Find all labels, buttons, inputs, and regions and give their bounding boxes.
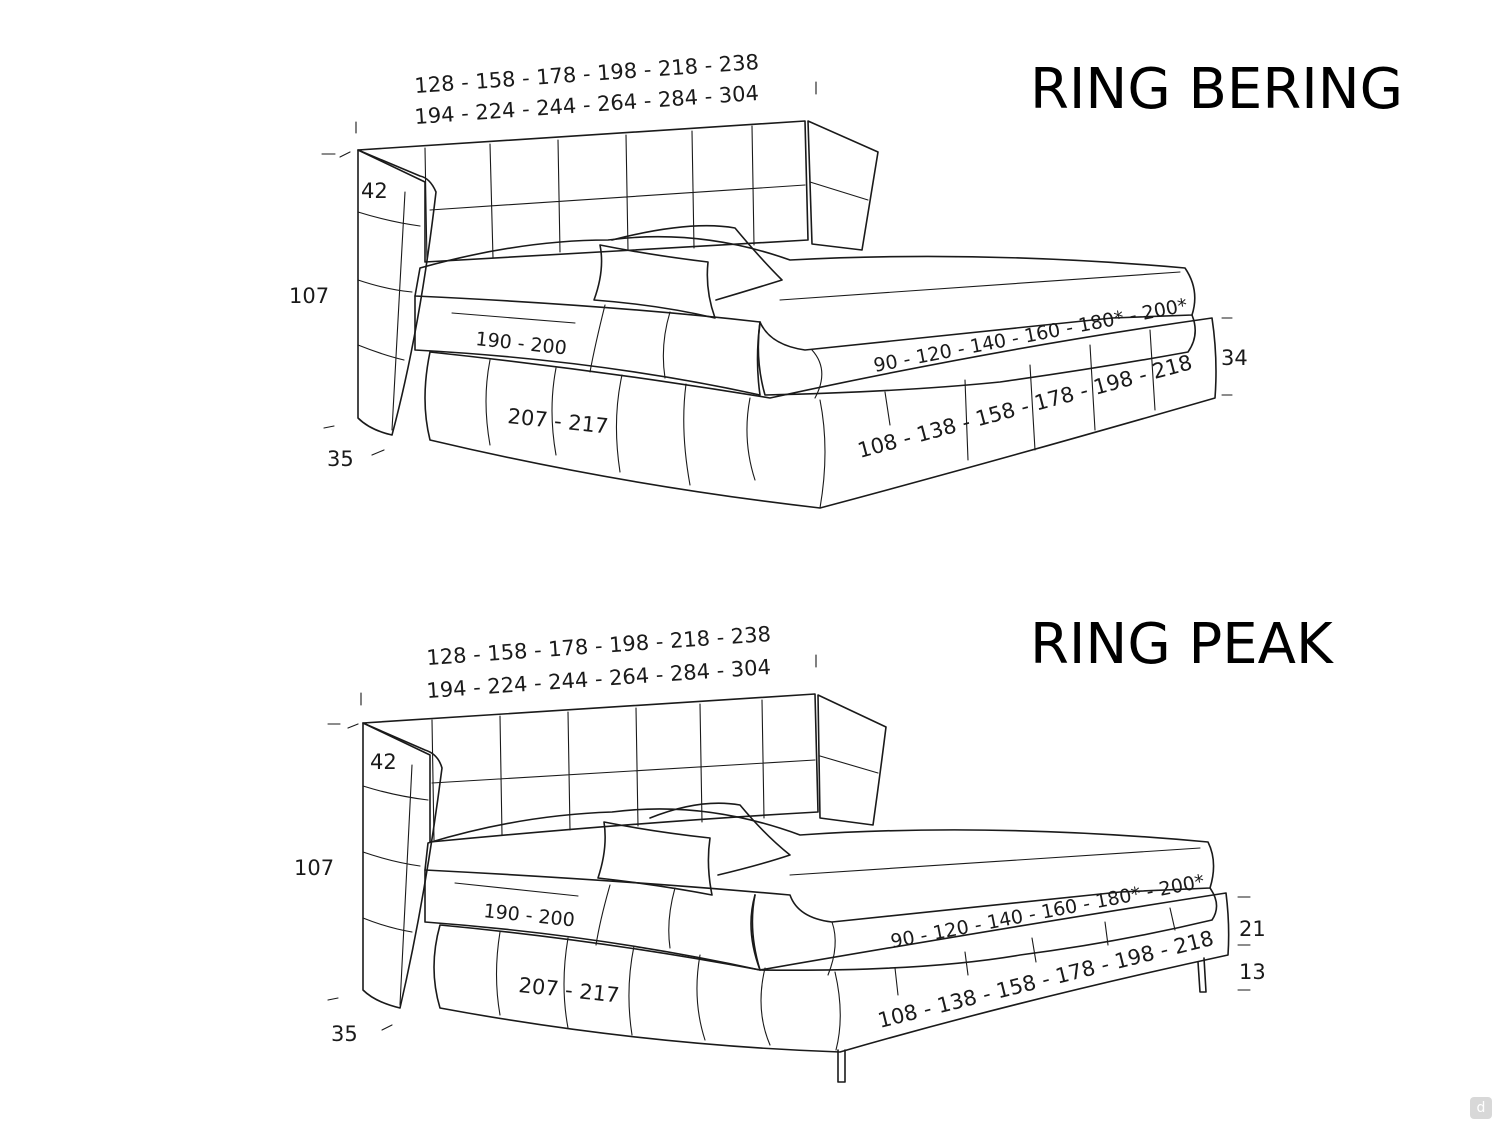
pillow <box>611 224 783 301</box>
right-wing <box>807 120 879 251</box>
watermark-badge: d <box>1470 1097 1492 1119</box>
side-thickness-label: 35 <box>331 1022 358 1046</box>
mattress-length-label: 190 - 200 <box>482 900 575 931</box>
model-title: RING BERING <box>1030 57 1403 122</box>
leg-height-label: 13 <box>1239 960 1266 984</box>
left-side-panel <box>362 722 443 1009</box>
bed-base <box>433 892 1230 1053</box>
pillow <box>649 802 791 876</box>
bed-leg <box>1197 957 1207 993</box>
pillow <box>593 244 716 319</box>
base-height-label: 34 <box>1221 346 1248 370</box>
bed-base <box>424 317 1217 509</box>
side-depth-label: 42 <box>361 179 388 203</box>
mattress <box>414 235 1196 351</box>
headboard-tufting <box>424 125 806 263</box>
ring-bering-drawing: RING BERING 128 - 158 - 178 - 198 - 218 … <box>289 50 1403 509</box>
ring-peak-drawing: RING PEAK 128 - 158 - 178 - 198 <box>294 612 1334 1083</box>
bed-length-label: 207 - 217 <box>517 973 620 1007</box>
side-depth-label: 42 <box>370 750 397 774</box>
bed-length-label: 207 - 217 <box>506 404 609 438</box>
headboard-outline <box>362 693 819 843</box>
total-height-label: 107 <box>289 284 329 308</box>
dimension-ticks <box>327 654 1251 1031</box>
total-height-label: 107 <box>294 856 334 880</box>
model-title: RING PEAK <box>1030 612 1334 677</box>
left-side-panel <box>357 149 437 436</box>
base-height-label: 21 <box>1239 917 1266 941</box>
side-thickness-label: 35 <box>327 447 354 471</box>
headboard-tufting <box>431 699 816 841</box>
right-wing <box>817 694 887 826</box>
mattress <box>424 808 1215 923</box>
bed-leg <box>837 1049 846 1083</box>
dimension-ticks <box>321 81 1233 456</box>
pillow <box>597 821 713 896</box>
